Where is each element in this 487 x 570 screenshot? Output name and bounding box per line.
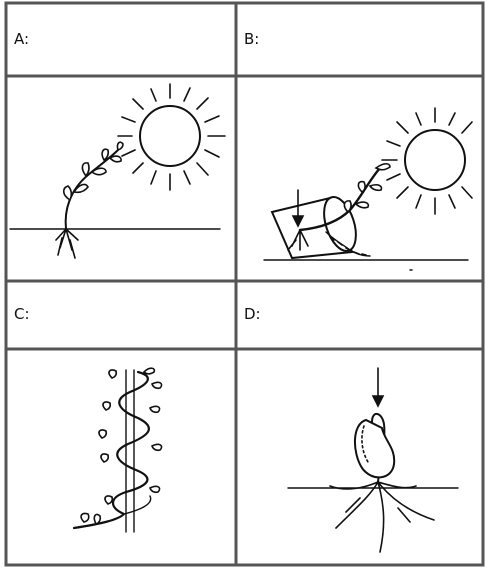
grid: [6, 3, 483, 565]
panel-c-label: C:: [14, 305, 30, 323]
sun-icon: [382, 108, 472, 214]
sun-icon: [118, 84, 225, 190]
panel-d-drawing: [288, 368, 458, 552]
arrow-icon: [373, 368, 383, 406]
panel-b-label: B:: [244, 30, 259, 48]
panel-b-drawing: [264, 108, 472, 270]
panel-a-label: A:: [14, 30, 29, 48]
panel-c-drawing: [74, 368, 162, 532]
panel-a-drawing: [10, 84, 225, 258]
plant-icon: [56, 142, 123, 258]
panel-d-label: D:: [244, 305, 261, 323]
twining-vine-icon: [74, 368, 162, 528]
germinating-seed-icon: [330, 414, 434, 552]
